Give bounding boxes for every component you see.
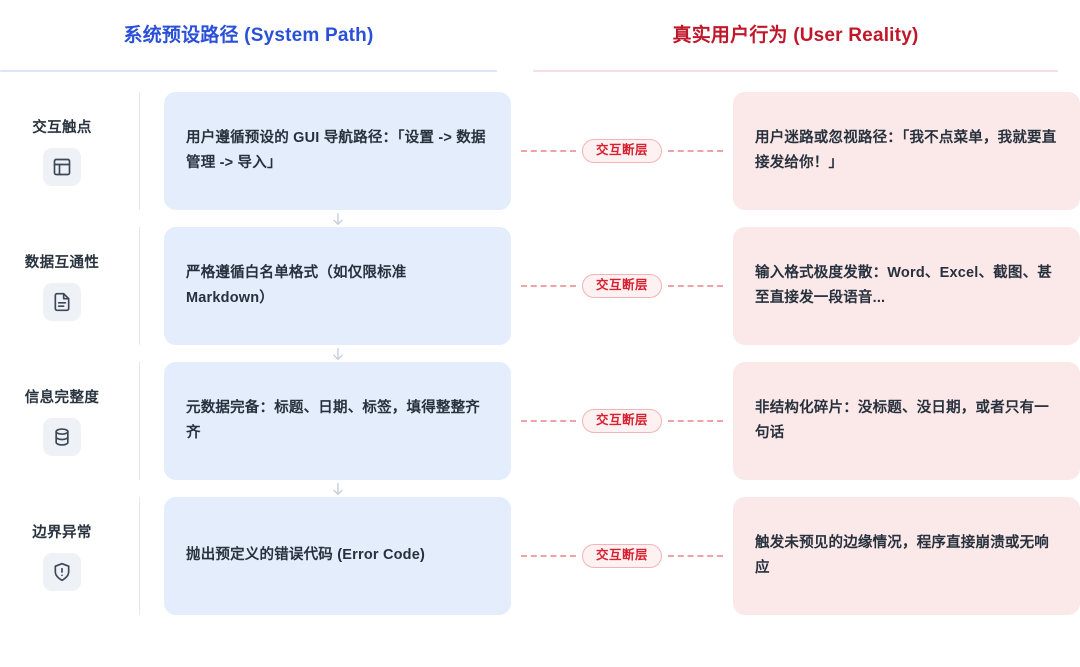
user-reality-title: 真实用户行为 (User Reality) <box>672 24 919 46</box>
row-label-cell: 信息完整度 <box>0 362 140 480</box>
shield-alert-icon <box>43 553 81 591</box>
system-path-card: 严格遵循白名单格式（如仅限标准 Markdown） <box>164 227 511 345</box>
system-path-title: 系统预设路径 (System Path) <box>123 24 374 46</box>
dash-line-left <box>521 285 576 287</box>
gap-badge: 交互断层 <box>582 138 663 164</box>
row-label-cell: 数据互通性 <box>0 227 140 345</box>
row-separator <box>0 345 1080 362</box>
rows-container: 交互触点 用户遵循预设的 GUI 导航路径：「设置 -> 数据管理 -> 导入」… <box>0 92 1080 615</box>
system-path-card: 抛出预定义的错误代码 (Error Code) <box>164 497 511 615</box>
dash-line-left <box>521 420 576 422</box>
comparison-row: 交互触点 用户遵循预设的 GUI 导航路径：「设置 -> 数据管理 -> 导入」… <box>0 92 1080 210</box>
column-headers: 系统预设路径 (System Path) 真实用户行为 (User Realit… <box>0 0 1080 78</box>
row-label: 边界异常 <box>32 525 92 541</box>
user-reality-card: 非结构化碎片：没标题、没日期，或者只有一句话 <box>733 362 1080 480</box>
row-label-cell: 边界异常 <box>0 497 140 615</box>
row-label: 信息完整度 <box>24 390 100 406</box>
dash-line-left <box>521 150 576 152</box>
row-separator <box>0 480 1080 497</box>
dash-line-right <box>668 420 724 422</box>
gap-connector: 交互断层 <box>511 362 733 480</box>
gap-badge: 交互断层 <box>582 543 663 569</box>
system-header-underline <box>0 70 497 72</box>
arrow-down-icon <box>164 480 511 497</box>
row-label: 交互触点 <box>32 120 92 136</box>
layout-panel-icon <box>43 148 81 186</box>
row-vertical-divider <box>139 497 140 615</box>
user-reality-card: 用户迷路或忽视路径：「我不点菜单，我就要直接发给你！」 <box>733 92 1080 210</box>
system-path-card: 用户遵循预设的 GUI 导航路径：「设置 -> 数据管理 -> 导入」 <box>164 92 511 210</box>
file-text-icon <box>43 283 81 321</box>
gap-connector: 交互断层 <box>511 227 733 345</box>
row-vertical-divider <box>139 227 140 345</box>
dash-line-right <box>668 150 724 152</box>
gap-badge: 交互断层 <box>582 273 663 299</box>
header-column-reality: 真实用户行为 (User Reality) <box>533 0 1058 78</box>
comparison-row: 边界异常 抛出预定义的错误代码 (Error Code) 交互断层 触发未预见的… <box>0 497 1080 615</box>
gap-connector: 交互断层 <box>511 92 733 210</box>
header-column-system: 系统预设路径 (System Path) <box>0 0 497 78</box>
reality-header-underline <box>533 70 1058 72</box>
comparison-row: 信息完整度 元数据完备：标题、日期、标签，填得整整齐齐 交互断层 非结构化碎片：… <box>0 362 1080 480</box>
arrow-down-icon <box>164 345 511 362</box>
row-label: 数据互通性 <box>24 255 100 271</box>
gap-connector: 交互断层 <box>511 497 733 615</box>
row-vertical-divider <box>139 362 140 480</box>
database-icon <box>43 418 81 456</box>
dash-line-right <box>668 285 724 287</box>
dash-line-right <box>668 555 724 557</box>
comparison-row: 数据互通性 严格遵循白名单格式（如仅限标准 Markdown） 交互断层 输入格… <box>0 227 1080 345</box>
row-vertical-divider <box>139 92 140 210</box>
user-reality-card: 触发未预见的边缘情况，程序直接崩溃或无响应 <box>733 497 1080 615</box>
row-label-cell: 交互触点 <box>0 92 140 210</box>
row-separator <box>0 210 1080 227</box>
arrow-down-icon <box>164 210 511 227</box>
user-reality-card: 输入格式极度发散：Word、Excel、截图、甚至直接发一段语音... <box>733 227 1080 345</box>
system-path-card: 元数据完备：标题、日期、标签，填得整整齐齐 <box>164 362 511 480</box>
dash-line-left <box>521 555 576 557</box>
gap-badge: 交互断层 <box>582 408 663 434</box>
